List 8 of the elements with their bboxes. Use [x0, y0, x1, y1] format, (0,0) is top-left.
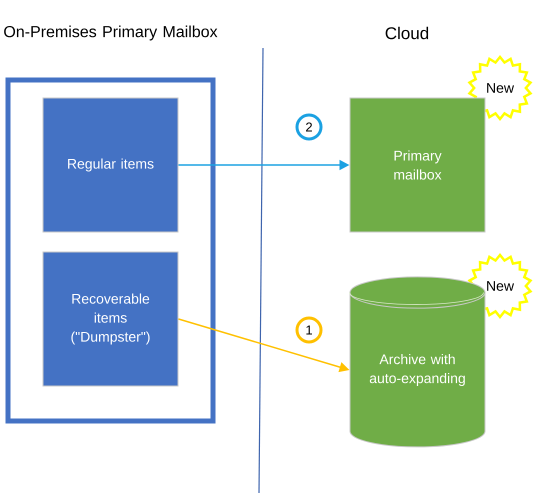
step-number: 2: [296, 114, 322, 140]
node-label: On-Premises Primary Mailbox: [4, 26, 218, 40]
mailbox-box: Recoverable items ("Dumpster"): [42, 252, 178, 386]
mailbox-box: Primary mailbox: [350, 98, 486, 232]
column-heading: Cloud: [386, 26, 428, 40]
archive-cylinder: Archive with auto-expanding: [349, 276, 486, 448]
step-number: 1: [296, 316, 322, 344]
mailbox-box: Regular items: [42, 98, 178, 232]
